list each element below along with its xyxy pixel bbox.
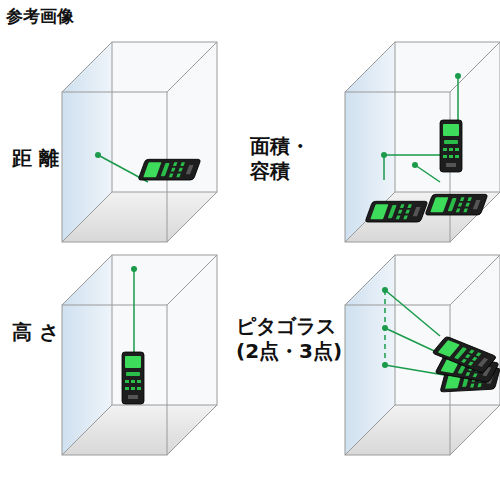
room-pythagoras [345, 255, 500, 455]
mode-label: 面積・ 容積 [250, 134, 322, 184]
mode-label: 距 離 [12, 146, 59, 171]
page-title: 参考画像 [6, 6, 74, 27]
room-area [345, 42, 500, 242]
mode-label: ピタゴラス (2点・3点) [236, 314, 344, 364]
room-height [62, 255, 217, 455]
mode-label: 高 さ [12, 320, 59, 345]
room-distance [62, 42, 217, 242]
